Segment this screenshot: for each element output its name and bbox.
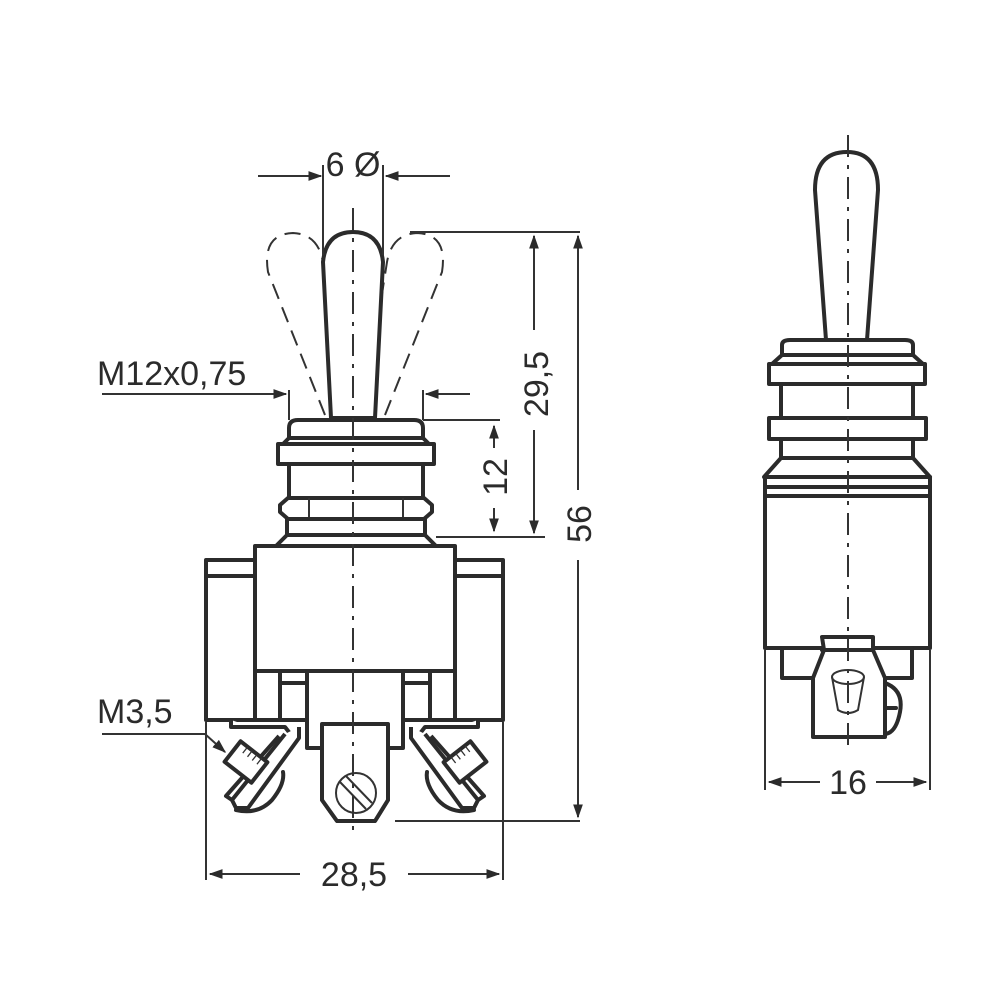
label-body-depth: 16 [829, 764, 867, 802]
label-lever-diameter: 6 Ø [326, 146, 381, 184]
front-view [204, 208, 505, 830]
label-lever-height: 29,5 [518, 351, 556, 417]
terminal-screw-right [441, 739, 489, 785]
side-view [762, 135, 932, 750]
label-bushing-length: 12 [477, 458, 515, 496]
terminal-block-right [453, 558, 505, 722]
bushing-base [285, 517, 427, 537]
dimension-lever-diameter: 6 Ø [258, 146, 450, 255]
dimension-terminal-screw: M3,5 [97, 693, 227, 753]
hex-nut [278, 496, 434, 521]
lever-ghost-left [266, 231, 348, 416]
bushing-shaft [287, 462, 425, 502]
thread-ring [276, 442, 436, 466]
dimension-body-depth: 16 [764, 650, 931, 802]
terminal-block-left [204, 558, 258, 722]
label-body-width: 28,5 [321, 856, 387, 894]
dimension-total-height: 56 [561, 234, 599, 819]
dimension-lever-height: 29,5 [518, 234, 556, 535]
terminal-lug-left [222, 720, 301, 814]
label-terminal-screw: M3,5 [97, 693, 173, 731]
dimension-bushing-length: 12 [477, 424, 515, 533]
terminal-screw-left [222, 739, 270, 785]
terminal-lug-right [409, 720, 489, 814]
dimension-body-width: 28,5 [205, 722, 504, 894]
side-lever [813, 150, 880, 342]
label-total-height: 56 [561, 505, 599, 543]
center-screw [335, 772, 377, 814]
switch-body [253, 544, 457, 673]
bushing-cap [287, 418, 425, 442]
label-thread: M12x0,75 [97, 355, 246, 393]
dimension-thread: M12x0,75 [97, 355, 470, 420]
dimension-extension-lines [395, 231, 580, 822]
